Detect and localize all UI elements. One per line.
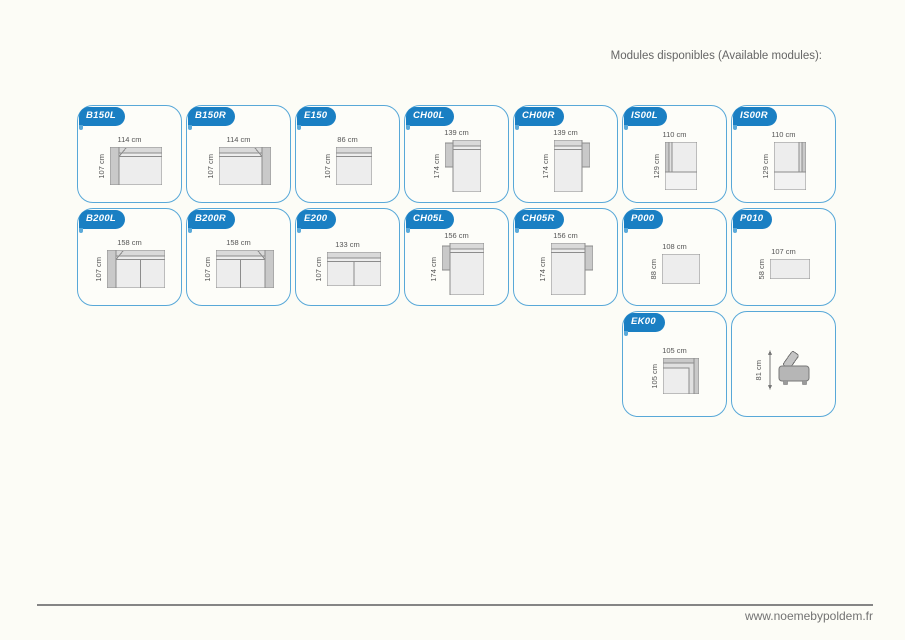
module-diagram bbox=[554, 140, 590, 192]
module-card: B150R 114 cm 107 cm bbox=[186, 105, 291, 203]
height-dimension-label: 107 cm bbox=[97, 153, 106, 179]
module-figure: 156 cm 174 cm bbox=[405, 209, 508, 305]
width-dimension-label: 139 cm bbox=[444, 128, 469, 137]
module-diagram bbox=[327, 252, 381, 286]
module-code-badge: CH00R bbox=[515, 107, 564, 129]
module-figure: 139 cm 174 cm bbox=[514, 106, 617, 202]
module-figure: 108 cm 88 cm bbox=[623, 209, 726, 305]
width-dimension-label: 114 cm bbox=[226, 135, 251, 144]
module-code-badge: IS00L bbox=[624, 107, 667, 129]
module-figure: 110 cm 129 cm bbox=[732, 106, 835, 202]
module-diagram bbox=[768, 350, 810, 390]
module-card: B150L 114 cm 107 cm bbox=[77, 105, 182, 203]
module-code-badge: B150L bbox=[79, 107, 126, 129]
height-dimension-label: 107 cm bbox=[94, 256, 103, 282]
width-dimension-label: 133 cm bbox=[335, 240, 360, 249]
module-diagram bbox=[663, 358, 699, 394]
module-code-badge: P000 bbox=[624, 210, 664, 232]
module-diagram bbox=[665, 142, 697, 190]
height-dimension-label: 105 cm bbox=[650, 363, 659, 389]
module-diagram bbox=[336, 147, 372, 185]
module-diagram bbox=[107, 250, 165, 288]
module-code-badge: B150R bbox=[188, 107, 236, 129]
module-diagram bbox=[445, 140, 481, 192]
width-dimension-label: 107 cm bbox=[771, 246, 796, 256]
module-figure: 81 cm bbox=[732, 312, 835, 416]
module-code-badge: B200L bbox=[79, 210, 126, 232]
height-dimension-label: 107 cm bbox=[323, 153, 332, 179]
height-dimension-label: 129 cm bbox=[652, 153, 661, 179]
module-figure: 107 cm 58 cm bbox=[732, 209, 835, 305]
module-card: E200 133 cm 107 cm bbox=[295, 208, 400, 306]
module-card: B200L 158 cm 107 cm bbox=[77, 208, 182, 306]
module-figure: 133 cm 107 cm bbox=[296, 209, 399, 305]
width-dimension-label: 139 cm bbox=[553, 128, 578, 137]
footer-website-link[interactable]: www.noemebypoldem.fr bbox=[744, 609, 873, 623]
height-dimension-label: 174 cm bbox=[432, 153, 441, 179]
width-dimension-label: 114 cm bbox=[117, 135, 142, 144]
height-dimension-label: 107 cm bbox=[203, 256, 212, 282]
width-dimension-label: 110 cm bbox=[662, 130, 687, 139]
width-dimension-label: 156 cm bbox=[444, 231, 469, 240]
module-code-badge: P010 bbox=[733, 210, 773, 232]
module-diagram bbox=[219, 147, 271, 185]
module-code-badge: CH05L bbox=[406, 210, 454, 232]
module-diagram bbox=[774, 142, 806, 190]
width-dimension-label: 105 cm bbox=[662, 346, 687, 355]
height-dimension-label: 81 cm bbox=[754, 359, 763, 381]
height-dimension-label: 174 cm bbox=[538, 256, 547, 282]
footer-divider bbox=[37, 604, 873, 606]
width-dimension-label: 158 cm bbox=[117, 238, 142, 247]
module-diagram bbox=[770, 259, 810, 279]
module-code-badge: E150 bbox=[297, 107, 337, 129]
width-dimension-label: 86 cm bbox=[337, 135, 358, 144]
module-diagram bbox=[662, 254, 700, 284]
width-dimension-label: 158 cm bbox=[226, 238, 251, 247]
module-code-badge: E200 bbox=[297, 210, 337, 232]
module-figure: 114 cm 107 cm bbox=[78, 106, 181, 202]
module-card: P010 107 cm 58 cm bbox=[731, 208, 836, 306]
module-diagram bbox=[442, 243, 484, 295]
module-figure: 110 cm 129 cm bbox=[623, 106, 726, 202]
width-dimension-label: 108 cm bbox=[662, 242, 687, 251]
height-dimension-label: 107 cm bbox=[206, 153, 215, 179]
height-dimension-label: 58 cm bbox=[757, 258, 766, 280]
page-title: Modules disponibles (Available modules): bbox=[610, 50, 822, 62]
module-card: 81 cm bbox=[731, 311, 836, 417]
height-dimension-label: 174 cm bbox=[541, 153, 550, 179]
width-dimension-label: 110 cm bbox=[771, 130, 796, 139]
height-dimension-label: 174 cm bbox=[429, 256, 438, 282]
module-figure: 158 cm 107 cm bbox=[187, 209, 290, 305]
height-dimension-label: 88 cm bbox=[649, 258, 658, 280]
height-dimension-label: 107 cm bbox=[314, 256, 323, 282]
module-code-badge: IS00R bbox=[733, 107, 777, 129]
module-code-badge: B200R bbox=[188, 210, 236, 232]
height-dimension-label: 129 cm bbox=[761, 153, 770, 179]
module-card: P000 108 cm 88 cm bbox=[622, 208, 727, 306]
module-code-badge: CH05R bbox=[515, 210, 564, 232]
width-dimension-label: 156 cm bbox=[553, 231, 578, 240]
module-figure: 156 cm 174 cm bbox=[514, 209, 617, 305]
module-code-badge: EK00 bbox=[624, 313, 665, 335]
module-figure: 158 cm 107 cm bbox=[78, 209, 181, 305]
module-diagram bbox=[216, 250, 274, 288]
module-card: B200R 158 cm 107 cm bbox=[186, 208, 291, 306]
module-diagram bbox=[551, 243, 593, 295]
module-figure: 139 cm 174 cm bbox=[405, 106, 508, 202]
module-figure: 114 cm 107 cm bbox=[187, 106, 290, 202]
module-code-badge: CH00L bbox=[406, 107, 454, 129]
module-diagram bbox=[110, 147, 162, 185]
module-figure: 86 cm 107 cm bbox=[296, 106, 399, 202]
